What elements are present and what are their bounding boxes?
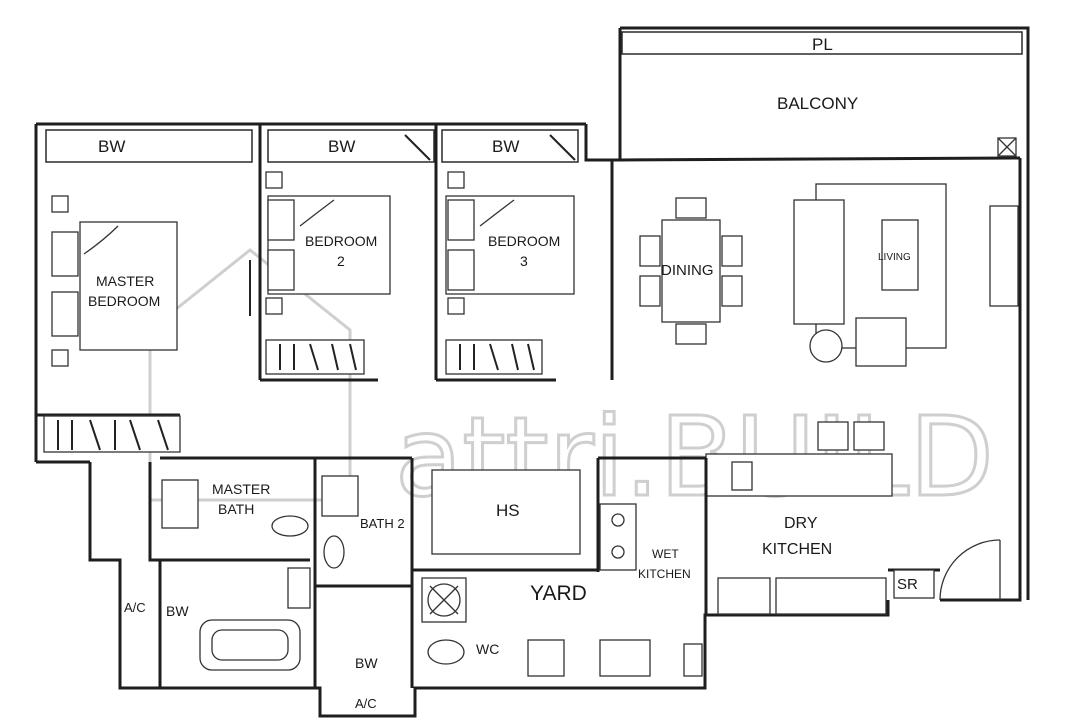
bw-bed2-label: BW (328, 137, 355, 156)
dining-table (661, 219, 721, 323)
bedroom-2: BEDROOM 2 (249, 171, 391, 375)
ac-left-label: A/C (124, 600, 146, 615)
bath2-label: BATH 2 (360, 516, 405, 531)
interior-walls (36, 124, 614, 417)
sink (599, 639, 651, 677)
hs-label: HS (496, 501, 520, 520)
lower-walls (148, 456, 1001, 688)
master-wardrobe (43, 415, 181, 453)
kitchen-counter (705, 421, 893, 497)
dry-kitchen-label-2: KITCHEN (762, 541, 832, 558)
master-bath: MASTER BATH (161, 479, 311, 671)
bw-bed3-label: BW (492, 137, 519, 156)
pl-label: PL (812, 35, 833, 54)
stove (599, 503, 637, 571)
bay-windows: BW BW BW (45, 129, 579, 163)
wc-label: WC (476, 641, 499, 657)
bedroom-3: BEDROOM 3 (445, 171, 575, 375)
bw-master-label: BW (98, 137, 125, 156)
hs: HS (431, 469, 581, 555)
master-pillow-2 (51, 291, 79, 337)
balcony: PL BALCONY (621, 31, 1023, 157)
dry-kitchen-label-1: DRY (784, 515, 818, 532)
dining: DINING (639, 197, 743, 345)
bath2-toilet (323, 535, 345, 569)
master-bedroom: MASTER BEDROOM (43, 195, 181, 453)
dry-kitchen: DRY KITCHEN SR (717, 515, 935, 615)
bedroom3-label-1: BEDROOM (488, 233, 560, 249)
sofa (793, 199, 845, 325)
living-label: LIVING (878, 252, 911, 263)
bedroom2-label-2: 2 (337, 253, 345, 269)
sr-box (893, 569, 935, 599)
master-bed (79, 221, 178, 351)
yard: YARD (421, 577, 587, 677)
wet-kitchen-label-1: WET (652, 547, 679, 561)
balcony-label: BALCONY (777, 94, 858, 113)
outer-walls (34, 26, 1030, 718)
tv-console (989, 205, 1019, 307)
bw-bottom-label: BW (355, 655, 378, 671)
dry-counter (775, 577, 887, 615)
sr-label: SR (897, 576, 918, 593)
bath-2: BATH 2 (321, 475, 405, 569)
bedroom2-label-1: BEDROOM (305, 233, 377, 249)
master-basin (161, 479, 199, 529)
hs-shelter (431, 469, 581, 555)
master-bedroom-label-1: MASTER (96, 273, 154, 289)
wet-kitchen: WET KITCHEN (599, 503, 703, 677)
master-toilet (271, 515, 309, 537)
yard-label: YARD (530, 582, 587, 605)
ac-bottom-label: A/C (355, 696, 377, 711)
bath2-basin (321, 475, 359, 517)
master-pillow-1 (51, 231, 79, 277)
master-bedroom-label-2: BEDROOM (88, 293, 160, 309)
wc-toilet (427, 639, 465, 665)
bathtub (199, 619, 301, 671)
coffee-table (881, 219, 919, 291)
washer (421, 577, 467, 623)
master-bath-label-2: BATH (218, 501, 254, 517)
master-bath-label-1: MASTER (212, 481, 270, 497)
wc: WC BW A/C (355, 639, 499, 711)
dining-label: DINING (661, 262, 714, 279)
service-left: A/C BW (124, 600, 189, 619)
armchair (855, 317, 907, 367)
living: LIVING (793, 183, 1019, 367)
side-table (809, 329, 843, 363)
bedroom3-label-2: 3 (520, 253, 528, 269)
bw-left-label: BW (166, 603, 189, 619)
wet-kitchen-label-2: KITCHEN (638, 567, 691, 581)
fridge (717, 577, 771, 615)
